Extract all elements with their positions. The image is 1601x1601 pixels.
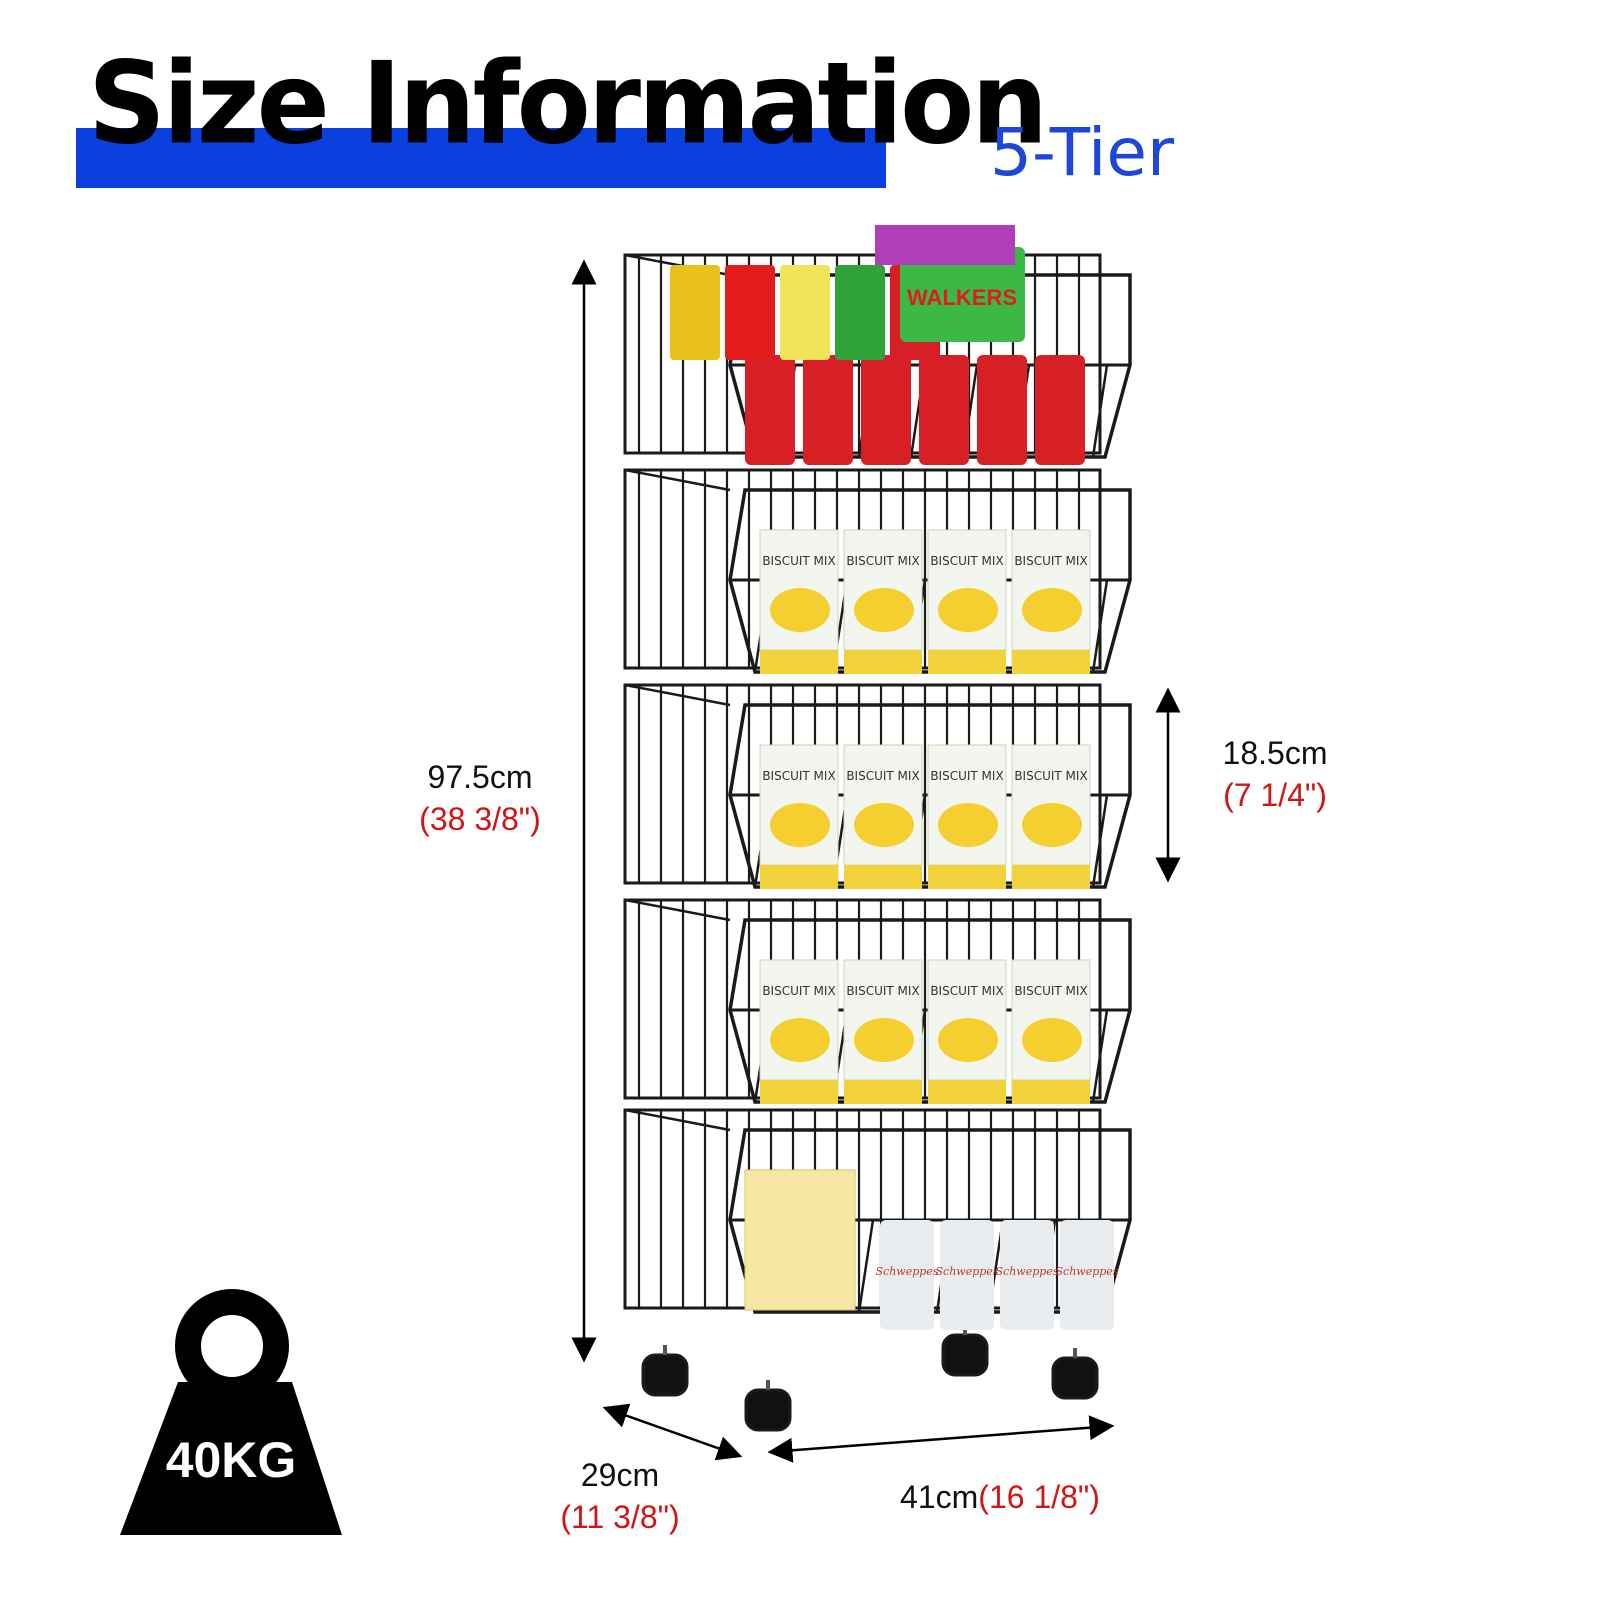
biscuit-label: BISCUIT MIX (1014, 769, 1087, 783)
depth-arrow (602, 1403, 743, 1461)
biscuit-image (1022, 588, 1082, 632)
biscuit-image (938, 803, 998, 847)
can (919, 355, 969, 465)
schweppes-label: Schweppes (996, 1265, 1059, 1278)
biscuit-image (770, 588, 830, 632)
biscuit-label: BISCUIT MIX (762, 554, 835, 568)
soda-can (1060, 1220, 1114, 1330)
tier-contents: WALKERS (670, 225, 1085, 465)
rack-tier (623, 1108, 1132, 1314)
biscuit-image (854, 803, 914, 847)
biscuit-box-base (1012, 650, 1090, 674)
biscuit-box-base (1012, 865, 1090, 889)
tier-side-wire (624, 1108, 731, 1132)
biscuit-box-base (928, 865, 1006, 889)
depth-metric: 29cm (580, 1457, 660, 1493)
schweppes-label: Schweppes (876, 1265, 939, 1278)
width-imperial: (16 1/8") (978, 1479, 1100, 1515)
soda-can (1000, 1220, 1054, 1330)
biscuit-box-base (844, 650, 922, 674)
biscuit-label: BISCUIT MIX (1014, 984, 1087, 998)
biscuit-image (1022, 803, 1082, 847)
biscuit-box-base (760, 1080, 838, 1104)
can (977, 355, 1027, 465)
wheel (941, 1333, 989, 1377)
height-metric: 97.5cm (427, 759, 533, 795)
load-capacity-label: 40KG (166, 1432, 297, 1488)
page-title: Size Information (88, 38, 1048, 170)
biscuit-label: BISCUIT MIX (930, 554, 1003, 568)
chip-tube (725, 265, 775, 360)
chip-tube (670, 265, 720, 360)
tier-side-wire (624, 468, 731, 492)
can (745, 355, 795, 465)
biscuit-image (938, 1018, 998, 1062)
wheel (1051, 1356, 1099, 1400)
can (803, 355, 853, 465)
tier-front-wire (1091, 1009, 1109, 1103)
snack-bag (875, 225, 1015, 265)
tier-side-wire (624, 683, 731, 707)
tier-contents: BISCUIT MIX BISCUIT MIX BISCUIT MIX BISCUIT… (759, 959, 1091, 1104)
wheel (744, 1388, 792, 1432)
width-arrow (767, 1415, 1115, 1463)
biscuit-label: BISCUIT MIX (930, 769, 1003, 783)
tier-front-wire (857, 1219, 875, 1313)
biscuit-box-base (760, 865, 838, 889)
biscuit-box-base (1012, 1080, 1090, 1104)
tier-height-metric: 18.5cm (1222, 735, 1328, 771)
cheese-block (744, 1169, 856, 1311)
walkers-label: WALKERS (907, 285, 1017, 310)
schweppes-label: Schweppes (936, 1265, 999, 1278)
chip-bag (900, 247, 1025, 342)
biscuit-label: BISCUIT MIX (762, 984, 835, 998)
depth-imperial: (11 3/8") (560, 1499, 680, 1535)
biscuit-box-base (928, 650, 1006, 674)
height-imperial: (38 3/8") (419, 801, 541, 837)
tier-front-wire (1091, 364, 1109, 458)
biscuit-label: BISCUIT MIX (930, 984, 1003, 998)
depth-dimension: 29cm (11 3/8") (530, 1454, 710, 1538)
biscuit-image (770, 803, 830, 847)
biscuit-box-base (928, 1080, 1006, 1104)
tier-back-frame (623, 1108, 1102, 1310)
tier-label: 5-Tier (990, 114, 1175, 191)
tier-contents: BISCUIT MIX BISCUIT MIX BISCUIT MIX BISCUIT… (759, 744, 1091, 889)
biscuit-label: BISCUIT MIX (1014, 554, 1087, 568)
biscuit-image (854, 1018, 914, 1062)
title-highlight-bar (76, 128, 886, 188)
biscuit-box-base (760, 650, 838, 674)
tier-height-dimension: 18.5cm (7 1/4") (1195, 732, 1355, 816)
biscuit-image (854, 588, 914, 632)
biscuit-image (770, 1018, 830, 1062)
tier-front-wire (1091, 794, 1109, 888)
height-dimension: 97.5cm (38 3/8") (390, 756, 570, 840)
can (861, 355, 911, 465)
biscuit-label: BISCUIT MIX (846, 769, 919, 783)
weight-icon (120, 1289, 342, 1535)
schweppes-label: Schweppes (1056, 1265, 1119, 1278)
biscuit-image (938, 588, 998, 632)
chip-tube (780, 265, 830, 360)
wheel (641, 1353, 689, 1397)
tier-front-wire (1091, 579, 1109, 673)
biscuit-box-base (844, 865, 922, 889)
width-metric: 41cm (900, 1479, 979, 1515)
biscuit-label: BISCUIT MIX (846, 984, 919, 998)
biscuit-image (1022, 1018, 1082, 1062)
biscuit-box-base (844, 1080, 922, 1104)
chip-tube (835, 265, 885, 360)
can (1035, 355, 1085, 465)
width-dimension: 41cm(16 1/8") (860, 1476, 1140, 1518)
soda-can (940, 1220, 994, 1330)
biscuit-label: BISCUIT MIX (762, 769, 835, 783)
tier-contents: BISCUIT MIX BISCUIT MIX BISCUIT MIX BISCUIT… (759, 529, 1091, 674)
biscuit-label: BISCUIT MIX (846, 554, 919, 568)
tier-side-wire (624, 898, 731, 922)
tier-height-imperial: (7 1/4") (1223, 777, 1327, 813)
soda-can (880, 1220, 934, 1330)
